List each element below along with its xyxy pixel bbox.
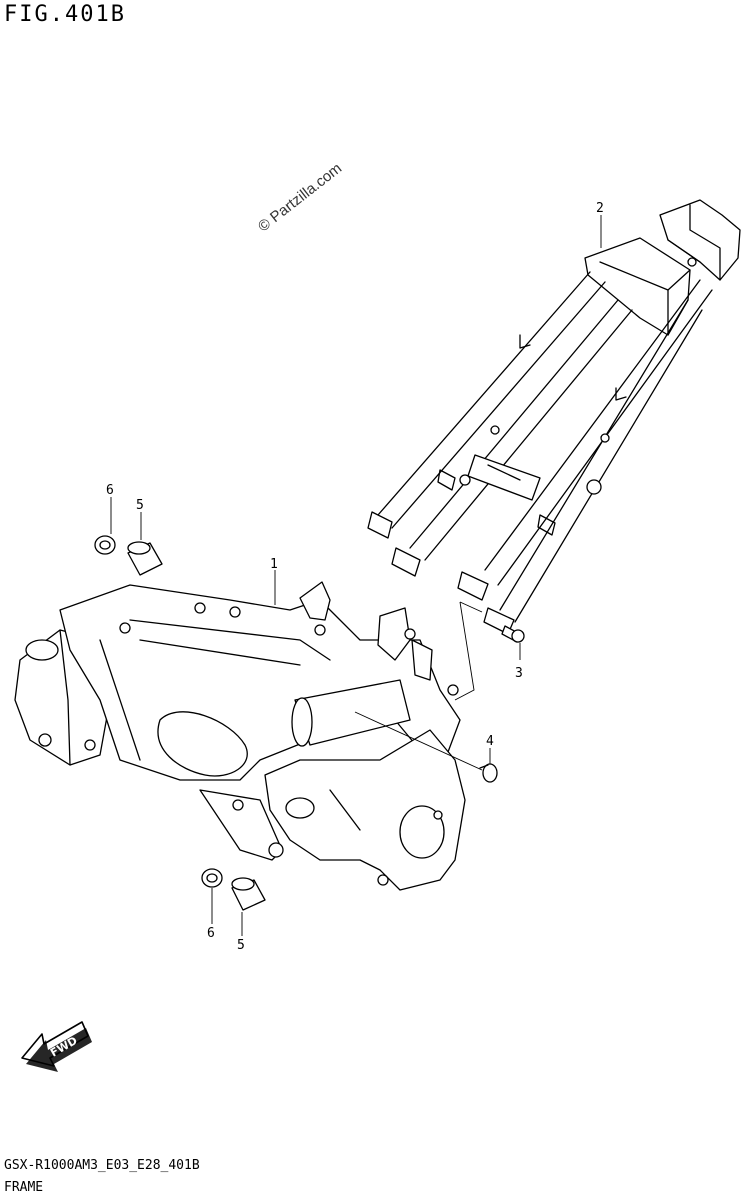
callout-6-upper: 6 <box>106 483 114 498</box>
callout-5-upper: 5 <box>136 498 144 513</box>
callout-5-lower: 5 <box>237 938 245 953</box>
footer-model-code: GSX-R1000AM3_E03_E28_401B <box>4 1158 200 1173</box>
cap-part-4[interactable] <box>354 711 498 783</box>
collar-upper[interactable] <box>94 535 116 555</box>
callout-4: 4 <box>486 734 494 749</box>
callout-1: 1 <box>270 557 278 572</box>
main-frame[interactable] <box>14 581 466 891</box>
callout-3: 3 <box>515 666 523 681</box>
bolt-part-3[interactable] <box>501 625 525 643</box>
callout-2: 2 <box>596 201 604 216</box>
fwd-arrow-icon: FWD <box>21 1021 92 1072</box>
seat-rail-subframe[interactable] <box>367 199 741 635</box>
collar-lower[interactable] <box>201 868 223 888</box>
assembly-guide-lines <box>454 601 483 701</box>
bushing-upper[interactable] <box>127 541 163 576</box>
figure-title: FIG.401B <box>4 2 126 27</box>
footer-section-name: FRAME <box>4 1180 44 1195</box>
leader-lines <box>110 215 602 936</box>
callout-6-lower: 6 <box>207 926 215 941</box>
bushing-lower[interactable] <box>231 877 266 911</box>
